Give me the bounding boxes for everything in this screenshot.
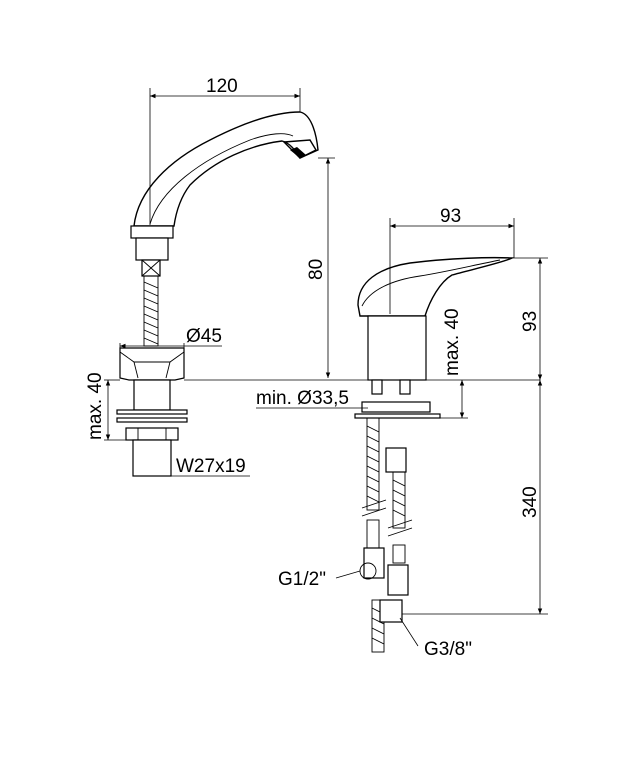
shank bbox=[133, 379, 171, 411]
dim-max-deck-left: max. 40 bbox=[85, 372, 106, 440]
spout-assembly bbox=[116, 111, 319, 477]
spout-body bbox=[133, 111, 319, 227]
mixer-assembly bbox=[354, 256, 515, 653]
deck-plate bbox=[116, 409, 188, 415]
dim-spout-reach: 120 bbox=[206, 76, 238, 97]
inlet-fitting bbox=[363, 547, 385, 579]
label-outlet-thread: G3/8" bbox=[424, 639, 472, 660]
dim-spout-height: 80 bbox=[306, 259, 327, 280]
right-dimensions: 93 93 max. 40 min. Ø33,5 340 G1/2" G3/8" bbox=[256, 206, 548, 660]
dim-base-diameter: Ø45 bbox=[186, 326, 222, 347]
label-inlet-thread: G1/2" bbox=[278, 569, 326, 590]
left-dimensions: 120 80 Ø45 max. 40 W27x19 bbox=[85, 76, 335, 477]
mixer-deck-plate bbox=[354, 413, 441, 419]
dim-min-hole: min. Ø33,5 bbox=[256, 388, 349, 409]
dim-body-height: 93 bbox=[520, 311, 541, 332]
dim-hose-length: 340 bbox=[520, 486, 541, 518]
spout-collar bbox=[130, 225, 174, 239]
mixer-body bbox=[367, 315, 427, 381]
braided-hoses bbox=[366, 417, 406, 653]
dim-shank-thread: W27x19 bbox=[176, 456, 246, 477]
base-flange bbox=[119, 347, 185, 381]
lever-handle bbox=[357, 256, 515, 317]
lock-nut bbox=[125, 427, 179, 441]
dim-body-length: 93 bbox=[440, 206, 461, 227]
dim-max-deck-right: max. 40 bbox=[442, 308, 463, 376]
outlet-fitting bbox=[379, 599, 403, 623]
threaded-stem bbox=[143, 275, 159, 347]
